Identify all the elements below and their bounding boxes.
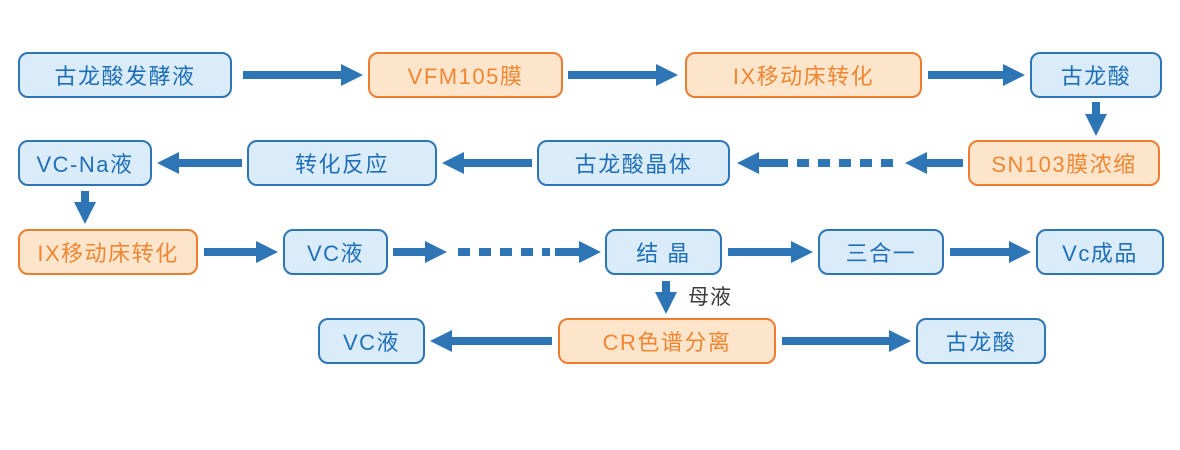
arrow-crystal-to-conversion-icon	[442, 152, 532, 174]
node-gulonic-acid-2: 古龙酸	[916, 318, 1046, 364]
arrow-gulonic1-down-sn103-icon	[1085, 102, 1107, 136]
node-vc-na-solution: VC-Na液	[18, 140, 152, 186]
arrow-ix1-to-gulonic1-icon	[928, 64, 1025, 86]
node-crystallization: 结 晶	[605, 229, 722, 275]
arrow-threeinone-to-product-icon	[950, 241, 1031, 263]
node-gulonic-acid-crystal: 古龙酸晶体	[537, 140, 730, 186]
node-three-in-one: 三合一	[818, 229, 944, 275]
mother-liquor-label: 母液	[688, 286, 732, 309]
arrow-sn103-to-crystal-dashed-icon	[737, 152, 963, 174]
node-vc-solution-1: VC液	[283, 229, 388, 275]
node-vc-solution-2: VC液	[318, 318, 425, 364]
arrow-ix2-to-vc1-icon	[204, 241, 278, 263]
arrow-broth-to-vfm105-icon	[243, 64, 363, 86]
arrow-vfm105-to-ix1-icon	[568, 64, 678, 86]
arrow-crystallization-down-cr-icon	[655, 281, 677, 314]
node-cr-chromatography: CR色谱分离	[558, 318, 776, 364]
node-conversion-reaction: 转化反应	[247, 140, 437, 186]
node-gulonic-acid-1: 古龙酸	[1030, 52, 1162, 98]
node-gulonic-fermentation-broth: 古龙酸发酵液	[18, 52, 232, 98]
node-vfm105-membrane: VFM105膜	[368, 52, 563, 98]
arrow-cr-to-gulonic2-icon	[782, 330, 911, 352]
arrow-vc1-to-crystallization-dashed-icon	[393, 241, 601, 263]
node-sn103-membrane-concentration: SN103膜浓缩	[968, 140, 1160, 186]
node-ix-moving-bed-1: IX移动床转化	[685, 52, 922, 98]
node-ix-moving-bed-2: IX移动床转化	[18, 229, 198, 275]
arrow-cr-to-vc2-icon	[430, 330, 552, 352]
arrow-crystallization-to-threeinone-icon	[728, 241, 813, 263]
arrow-conversion-to-vcna-icon	[157, 152, 242, 174]
arrow-vcna-down-ix2-icon	[74, 191, 96, 224]
node-vc-product: Vc成品	[1036, 229, 1164, 275]
